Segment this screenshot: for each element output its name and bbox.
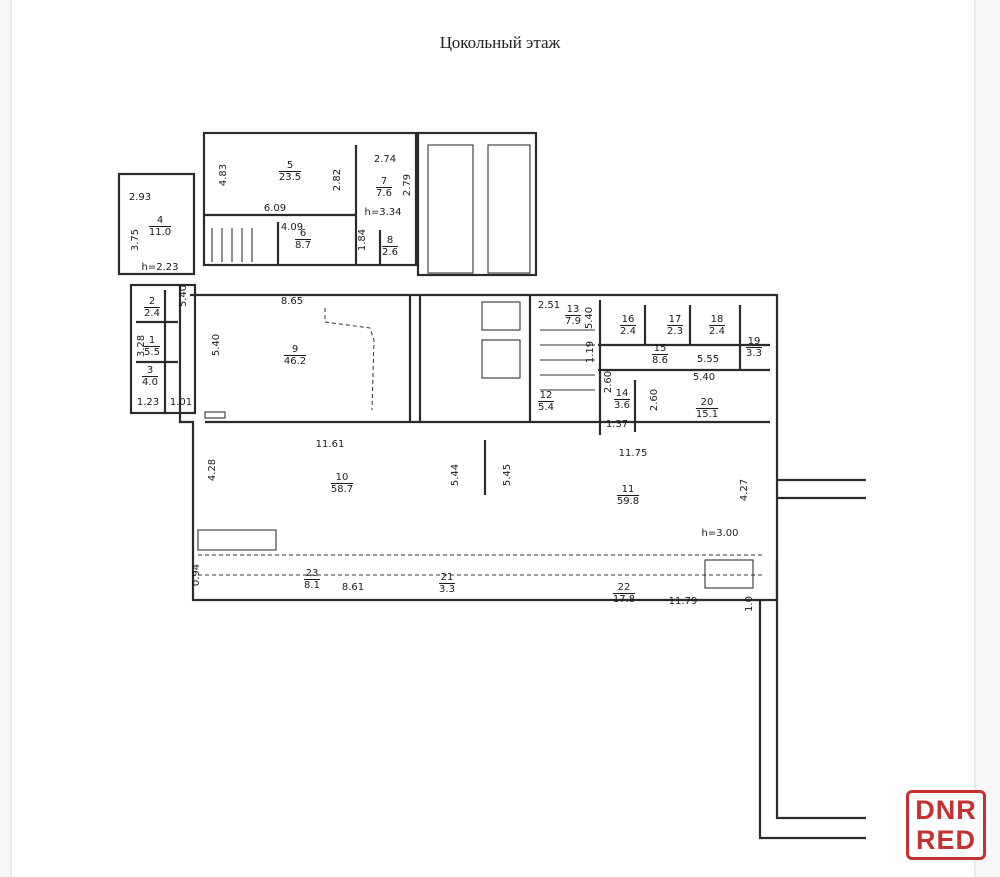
dimension-label: 11.79 [669,596,698,607]
room-number-23: 23 [306,568,319,579]
dimension-label: 5.40 [178,285,189,307]
room-area-19: 3.3 [746,348,762,359]
room-number-12: 12 [540,390,553,401]
room-area-22: 17.8 [613,594,635,605]
dimension-label: 2.60 [603,371,614,393]
dimension-label: 1.37 [606,419,628,430]
room-area-12: 5.4 [538,402,554,413]
dimension-label: 3.28 [136,335,147,357]
dimension-label: 5.55 [697,354,719,365]
room-number-13: 13 [567,304,580,315]
document-page [12,0,974,877]
room-number-20: 20 [701,397,714,408]
room-area-10: 58.7 [331,484,353,495]
room-number-19: 19 [748,336,761,347]
room-area-21: 3.3 [439,584,455,595]
room-area-9: 46.2 [284,356,306,367]
dimension-label: 4.28 [207,459,218,481]
dimension-label: 8.65 [281,296,303,307]
room-number-1: 1 [149,335,155,346]
dnr-red-logo: DNR RED [906,790,986,860]
room-area-17: 2.3 [667,326,683,337]
room-number-15: 15 [654,343,667,354]
dimension-label: 0.94 [191,564,202,586]
room-area-6: 8.7 [295,240,311,251]
walls [117,131,866,840]
dimension-label: 2.79 [402,174,413,196]
stairs [211,228,595,391]
room-number-6: 6 [300,228,306,239]
dimension-label: h=2.23 [142,262,179,273]
dimension-label: 5.40 [211,334,222,356]
logo-line-1: DNR [915,795,977,825]
room-number-16: 16 [622,314,635,325]
dimension-label: 1.19 [585,341,596,363]
room-area-20: 15.1 [696,409,718,420]
room-number-21: 21 [441,572,454,583]
room-area-2: 2.4 [144,308,160,319]
dimension-label: 5.40 [584,307,595,329]
dimension-label: 2.93 [129,192,151,203]
dimension-label: 5.44 [450,464,461,486]
room-area-7: 7.6 [376,188,392,199]
room-number-7: 7 [381,176,387,187]
dimension-label: 4.83 [218,164,229,186]
dimension-label: 5.45 [502,464,513,486]
dimension-label: 3.75 [130,229,141,251]
room-area-23: 8.1 [304,580,320,591]
room-number-3: 3 [147,365,153,376]
dimension-label: 2.51 [538,300,560,311]
room-area-13: 7.9 [565,316,581,327]
room-area-1: 5.5 [144,347,160,358]
room-labels: 15.522.434.0411.0523.568.777.682.6946.21… [129,154,762,612]
dimension-label: 5.40 [693,372,715,383]
room-area-8: 2.6 [382,247,398,258]
dimension-label: 2.60 [649,389,660,411]
room-number-9: 9 [292,344,298,355]
room-number-8: 8 [387,235,393,246]
dimension-label: 11.75 [619,448,648,459]
dimension-label: 1.84 [357,229,368,251]
room-area-14: 3.6 [614,400,630,411]
room-number-17: 17 [669,314,682,325]
room-area-15: 8.6 [652,355,668,366]
dimension-label: 6.09 [264,203,286,214]
page-title: Цокольный этаж [439,33,561,52]
dimension-label: 4.27 [739,479,750,501]
room-area-11: 59.8 [617,496,639,507]
room-area-5: 23.5 [279,172,301,183]
dimension-label: h=3.00 [702,528,739,539]
dimension-label: h=3.34 [365,207,402,218]
room-number-22: 22 [618,582,631,593]
dimension-label: 1.0 [744,596,755,612]
room-number-2: 2 [149,296,155,307]
dimension-label: 1.01 [170,397,192,408]
dimension-label: 2.82 [332,169,343,191]
room-number-14: 14 [616,388,629,399]
room-number-5: 5 [287,160,293,171]
room-number-4: 4 [157,215,163,226]
logo-line-2: RED [915,825,976,855]
room-area-4: 11.0 [149,227,171,238]
room-area-18: 2.4 [709,326,725,337]
room-number-11: 11 [622,484,635,495]
dimension-label: 8.61 [342,582,364,593]
dimension-label: 11.61 [316,439,345,450]
room-area-16: 2.4 [620,326,636,337]
dimension-label: 1.23 [137,397,159,408]
room-number-10: 10 [336,472,349,483]
room-area-3: 4.0 [142,377,158,388]
dimension-label: 4.09 [281,222,303,233]
dimension-label: 2.74 [374,154,396,165]
room-number-18: 18 [711,314,724,325]
